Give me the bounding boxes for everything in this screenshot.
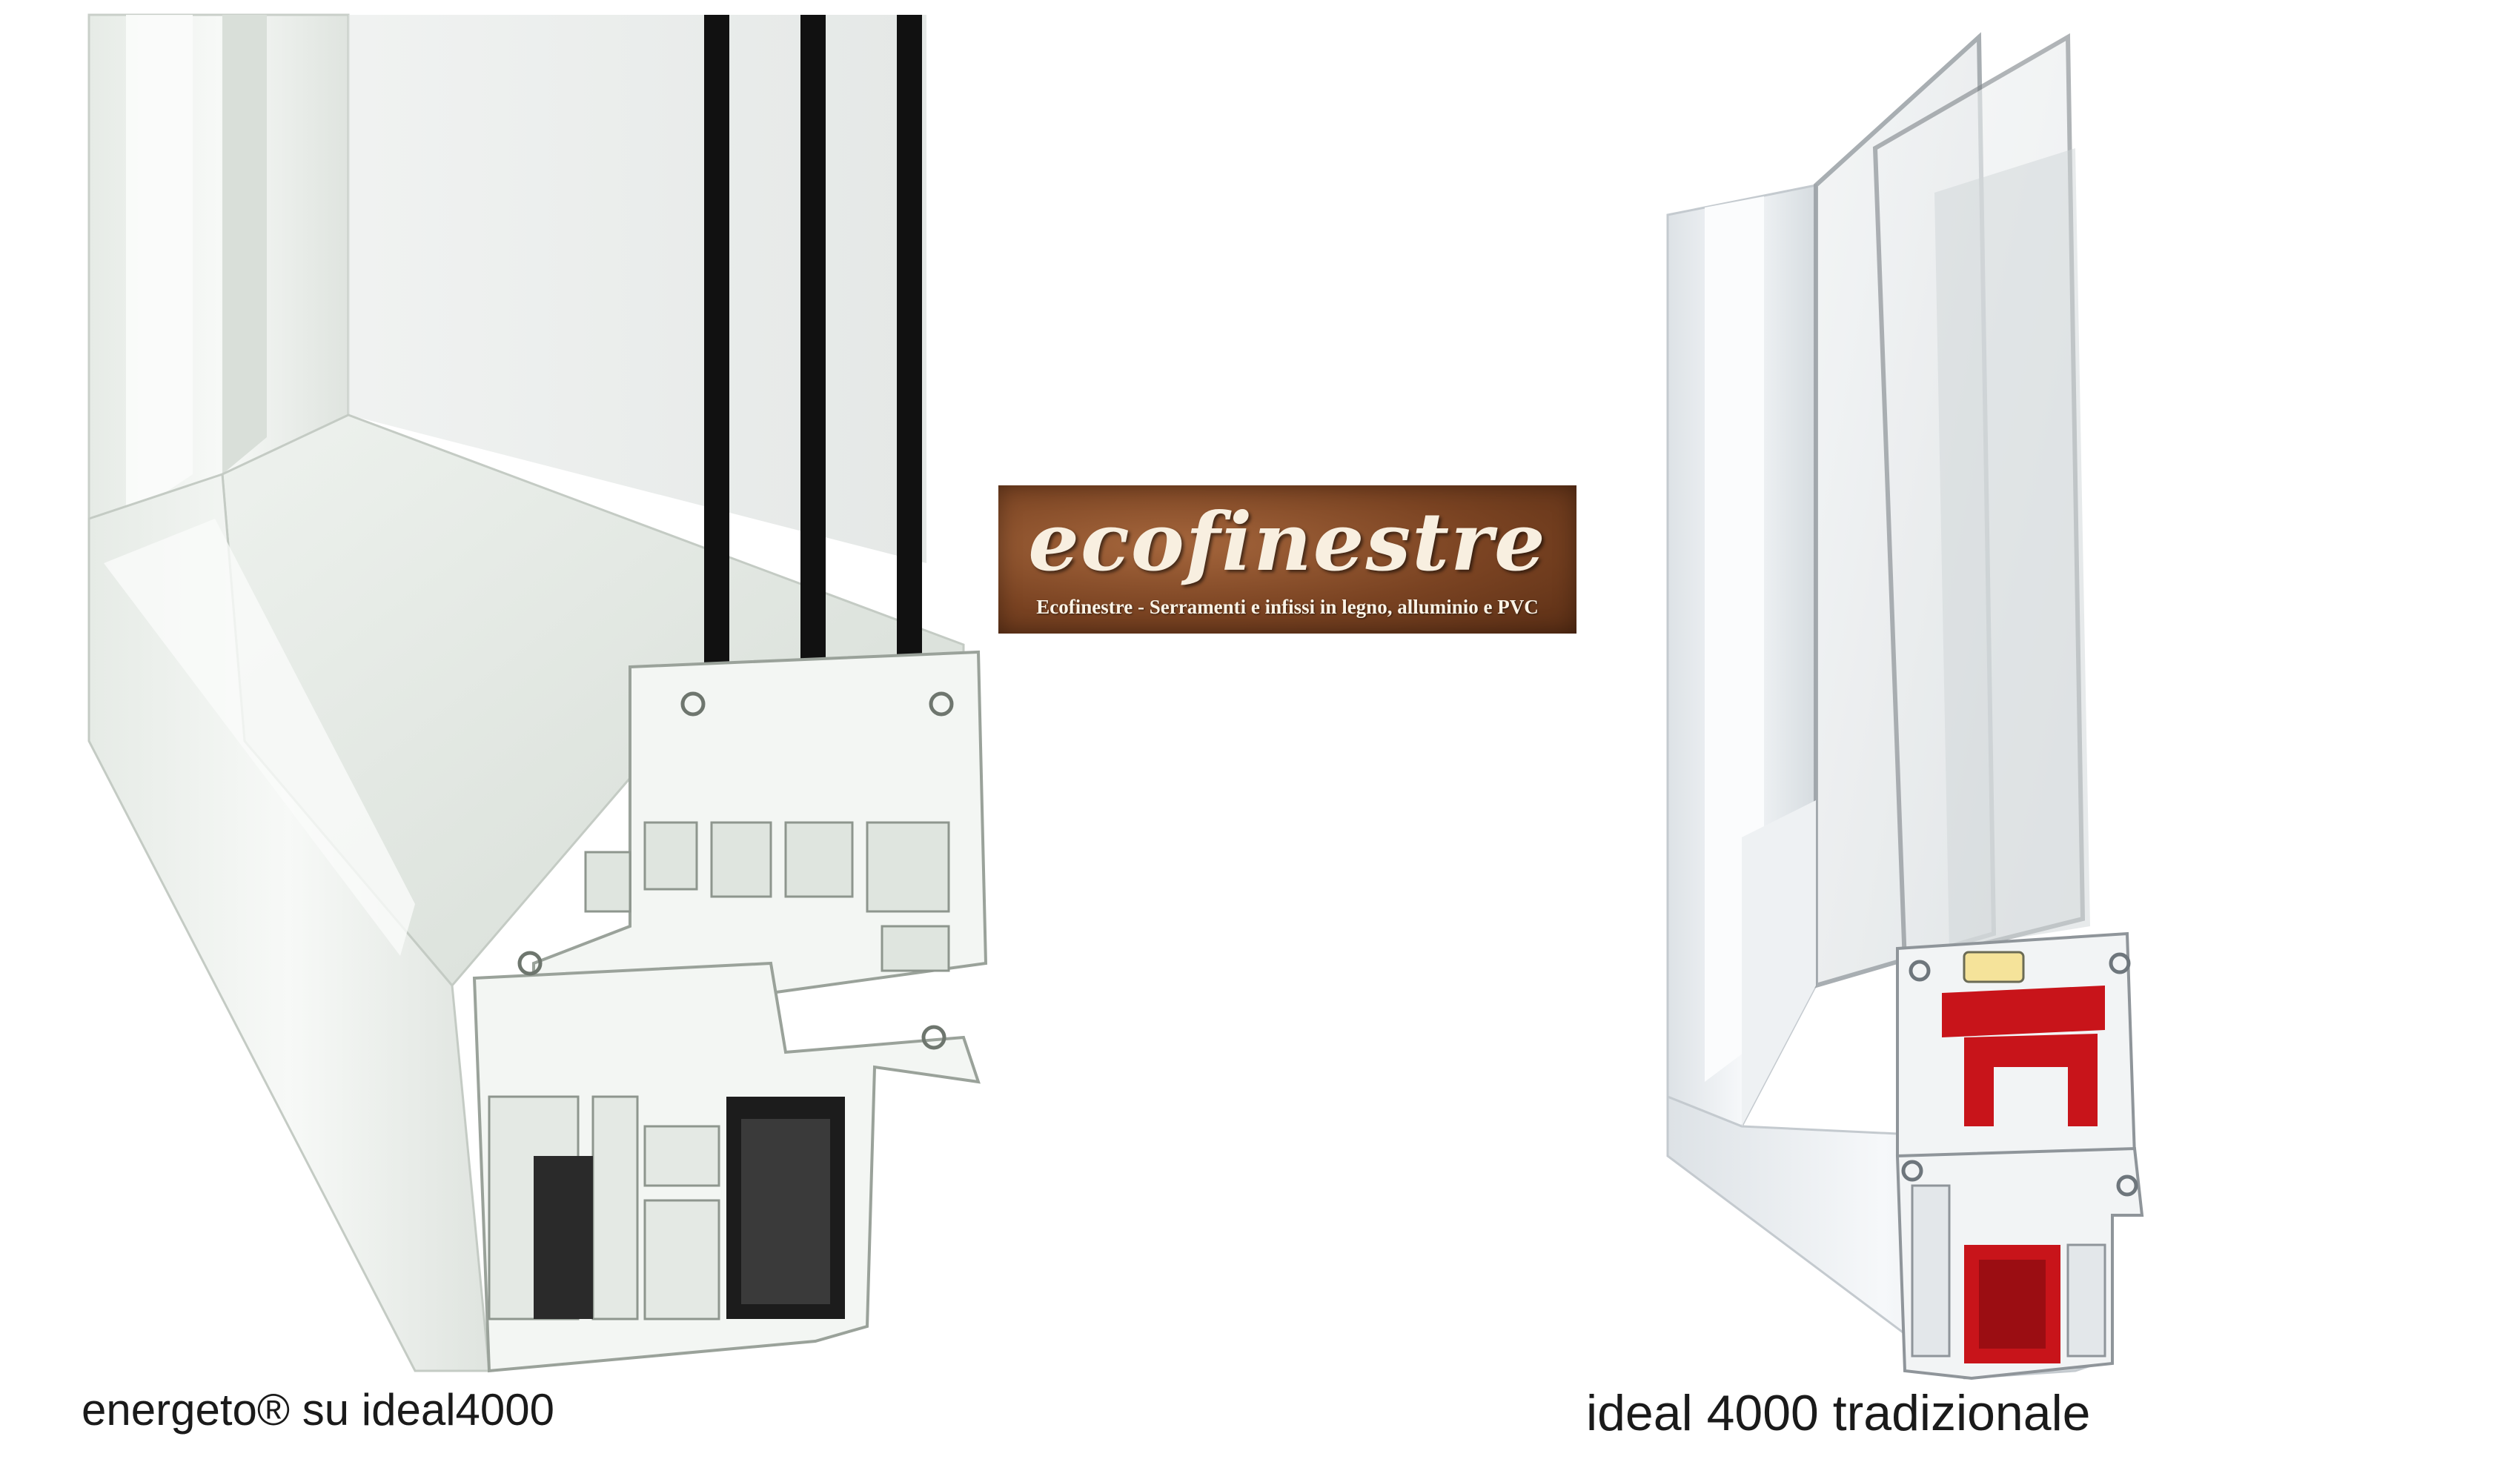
glass-pane-1 [704, 15, 729, 771]
caption-energeto: energeto® su ideal4000 [82, 1385, 555, 1435]
energeto-profile-illustration [87, 13, 988, 1373]
sash-reinforcement [1942, 986, 2105, 1037]
logo-tagline: Ecofinestre - Serramenti e infissi in le… [1036, 596, 1539, 618]
caption-ideal4000: ideal 4000 tradizionale [1586, 1385, 2091, 1441]
glass-pane-3 [897, 15, 922, 771]
glass-area [348, 15, 926, 563]
logo-brand-text: ecofinestre [1028, 496, 1547, 589]
sash-top-surface [1742, 800, 1816, 1126]
glass-spacer [1963, 951, 2025, 983]
ecofinestre-logo: ecofinestre Ecofinestre - Serramenti e i… [998, 485, 1576, 634]
glass-pane-2 [800, 15, 826, 771]
frame-bottom-face [87, 472, 491, 1372]
ideal4000-profile-illustration [1666, 32, 2144, 1380]
